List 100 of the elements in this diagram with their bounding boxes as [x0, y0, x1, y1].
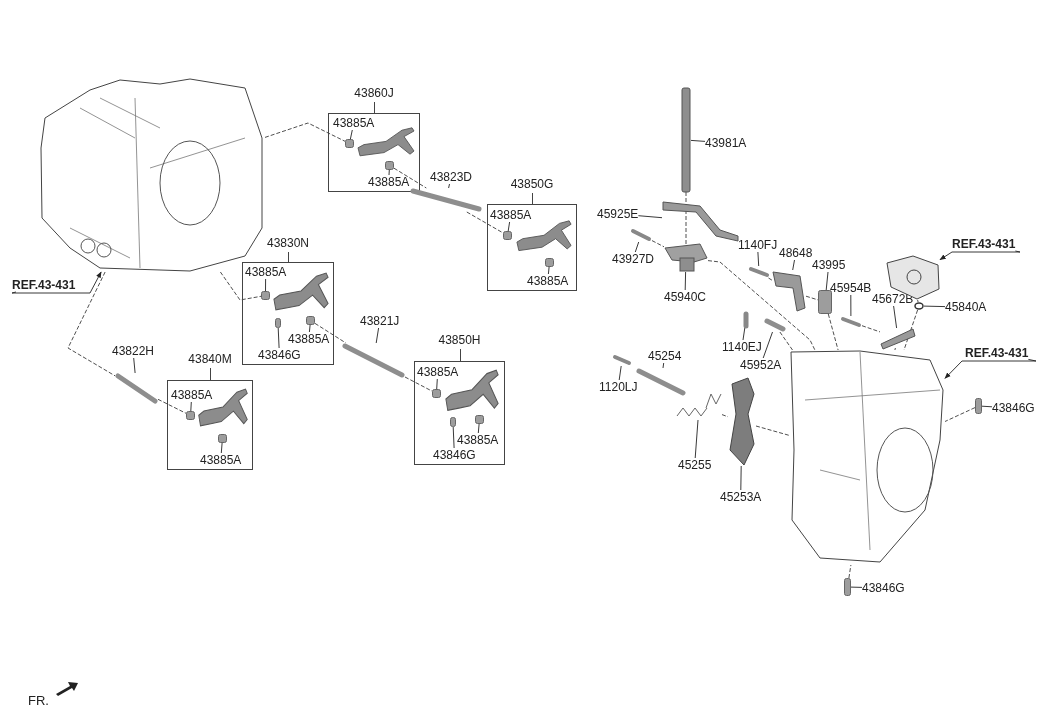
part-number: 43822H	[112, 344, 155, 358]
part-number: 43885A	[245, 265, 287, 279]
pin-drawing	[450, 417, 456, 427]
assembly-line	[404, 376, 433, 392]
assembly-line	[67, 271, 116, 377]
assembly-line	[779, 331, 793, 351]
assembly-line	[707, 260, 816, 351]
assembly-line	[805, 295, 819, 301]
group-number: 43850H	[438, 333, 481, 347]
transmission-case-drawing	[790, 350, 945, 565]
part-number: 43981A	[705, 136, 747, 150]
leader-line	[850, 294, 852, 317]
leader-line	[981, 405, 993, 408]
lug-drawing	[186, 411, 195, 420]
assembly-line	[264, 122, 346, 142]
part-number: 43885A	[527, 274, 569, 288]
part-number: 43885A	[417, 365, 459, 379]
bolt-drawing	[630, 228, 652, 242]
lug-drawing	[261, 291, 270, 300]
assembly-line	[755, 425, 791, 436]
part-number: 43885A	[200, 453, 242, 467]
leader-line	[308, 324, 311, 333]
rod-drawing	[764, 318, 786, 332]
leader-line	[375, 327, 380, 344]
assembly-line	[651, 240, 665, 248]
leader-line	[684, 271, 687, 291]
leader-line	[825, 271, 829, 291]
leader-line	[762, 331, 773, 359]
leader-line	[740, 465, 742, 491]
group-number: 43840M	[188, 352, 232, 366]
lug-drawing	[345, 139, 354, 148]
assembly-line	[314, 323, 347, 344]
leader-line	[436, 378, 438, 390]
leader-line	[507, 221, 511, 232]
o-ring-drawing	[914, 302, 924, 310]
plate-drawing	[880, 328, 916, 348]
leader-line	[634, 241, 640, 253]
part-number: 45925E	[597, 207, 639, 221]
part-number: 43823D	[430, 170, 473, 184]
group-number: 43830N	[266, 236, 309, 250]
part-number: 45940C	[664, 290, 707, 304]
leader-line	[618, 365, 622, 381]
reference-label: REF.43-431	[965, 346, 1029, 360]
leader-line	[694, 419, 699, 459]
detent-lever-drawing	[728, 378, 756, 466]
pin-drawing	[844, 578, 851, 596]
part-number: 48648	[779, 246, 813, 260]
bolt-drawing	[840, 316, 862, 328]
part-number: 43927D	[612, 252, 655, 266]
part-number: 43885A	[457, 433, 499, 447]
leader-line	[448, 183, 450, 189]
part-number: 45255	[678, 458, 712, 472]
part-number: 43885A	[288, 332, 330, 346]
part-number: 45253A	[720, 490, 762, 504]
group-number: 43850G	[510, 177, 554, 191]
part-number: 1140EJ	[722, 340, 762, 354]
part-number: 43995	[812, 258, 846, 272]
assembly-line	[903, 309, 918, 351]
leader-line	[757, 251, 760, 267]
lug-drawing	[218, 434, 227, 443]
leader-line	[792, 259, 795, 271]
pin-drawing	[975, 398, 982, 414]
leader-line	[388, 169, 390, 176]
rod-drawing	[115, 373, 158, 404]
group-number: 43860J	[354, 86, 394, 100]
lug-drawing	[475, 415, 484, 424]
plate-drawing	[772, 270, 806, 312]
pin-drawing	[275, 318, 281, 328]
shift-lever-drawing	[662, 200, 740, 242]
assembly-line	[220, 271, 262, 301]
part-number: 43846G	[862, 581, 905, 595]
leader-line	[637, 215, 663, 219]
leader-line	[690, 139, 706, 142]
block-drawing	[818, 290, 832, 314]
rod-drawing	[636, 368, 686, 396]
leader-line	[477, 423, 480, 434]
leader-line	[547, 266, 550, 275]
part-number: 45254	[648, 349, 682, 363]
leader-line	[850, 586, 863, 588]
bolt-drawing	[612, 354, 632, 366]
shaft-drawing	[681, 88, 691, 192]
leader-line	[265, 278, 267, 292]
part-number: 45672B	[872, 292, 914, 306]
leader-line	[662, 362, 665, 369]
part-number: 43885A	[171, 388, 213, 402]
reference-label: REF.43-431	[952, 237, 1016, 251]
lug-drawing	[432, 389, 441, 398]
leader-line	[452, 426, 455, 449]
part-number: 43885A	[490, 208, 532, 222]
assembly-line	[685, 191, 687, 245]
assembly-line	[944, 407, 976, 422]
bracket-drawing	[664, 244, 708, 272]
direction-label: FR.	[28, 694, 49, 708]
leader-line	[893, 305, 898, 329]
assembly-line	[894, 347, 896, 351]
part-number: 43821J	[360, 314, 400, 328]
assembly-line	[393, 167, 427, 189]
assembly-line	[861, 325, 881, 333]
lug-drawing	[503, 231, 512, 240]
assembly-line	[827, 313, 839, 351]
